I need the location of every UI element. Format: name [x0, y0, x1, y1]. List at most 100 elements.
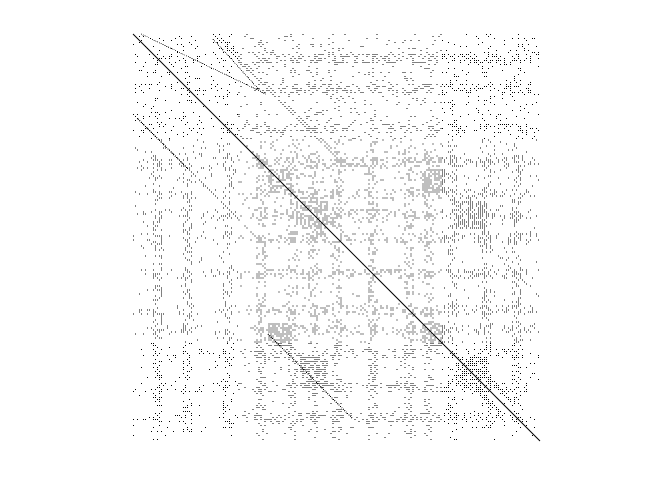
nonzero-entry — [154, 69, 156, 71]
nonzero-entry — [454, 233, 456, 235]
nonzero-entry — [448, 53, 450, 55]
nonzero-entry — [398, 385, 400, 387]
nonzero-entry — [444, 311, 446, 313]
nonzero-entry — [296, 233, 298, 235]
nonzero-entry — [314, 241, 316, 243]
nonzero-entry — [504, 91, 506, 93]
nonzero-entry — [476, 329, 478, 331]
nonzero-entry — [466, 53, 468, 55]
nonzero-entry — [186, 365, 188, 367]
nonzero-entry — [392, 385, 394, 387]
nonzero-entry — [520, 171, 522, 173]
nonzero-entry — [320, 233, 322, 235]
nonzero-entry — [474, 369, 476, 371]
nonzero-entry — [258, 415, 260, 417]
nonzero-entry — [424, 137, 426, 139]
nonzero-entry — [342, 415, 344, 417]
nonzero-entry — [266, 273, 268, 275]
nonzero-entry — [346, 311, 348, 313]
nonzero-entry — [312, 303, 314, 305]
nonzero-entry — [256, 339, 258, 341]
nonzero-entry — [290, 231, 292, 233]
nonzero-entry — [514, 199, 516, 201]
nonzero-entry — [406, 281, 408, 283]
nonzero-entry — [160, 159, 162, 161]
nonzero-entry — [290, 395, 292, 397]
nonzero-entry — [346, 275, 348, 277]
nonzero-entry — [154, 71, 156, 73]
nonzero-entry — [228, 295, 230, 297]
nonzero-entry — [478, 421, 480, 423]
nonzero-entry — [182, 207, 184, 209]
nonzero-entry — [160, 391, 162, 393]
nonzero-entry — [482, 61, 484, 63]
nonzero-entry — [372, 311, 374, 313]
nonzero-entry — [342, 273, 344, 275]
nonzero-entry — [256, 277, 258, 279]
nonzero-entry — [538, 357, 539, 359]
nonzero-entry — [514, 411, 516, 413]
nonzero-entry — [390, 87, 392, 89]
nonzero-entry — [314, 309, 316, 311]
nonzero-entry — [512, 275, 514, 277]
nonzero-entry — [392, 421, 394, 423]
nonzero-entry — [450, 295, 452, 297]
nonzero-entry — [532, 309, 534, 311]
nonzero-entry — [412, 325, 414, 327]
nonzero-entry — [464, 189, 466, 191]
nonzero-entry — [336, 419, 338, 421]
nonzero-entry — [376, 301, 378, 303]
nonzero-entry — [490, 59, 492, 61]
nonzero-entry — [414, 159, 416, 161]
nonzero-entry — [538, 355, 539, 357]
nonzero-entry — [190, 263, 192, 265]
nonzero-entry — [318, 327, 320, 329]
nonzero-entry — [350, 387, 352, 389]
nonzero-entry — [296, 339, 298, 341]
nonzero-entry — [340, 409, 342, 411]
nonzero-entry — [294, 393, 296, 395]
nonzero-entry — [382, 307, 384, 309]
nonzero-entry — [468, 271, 470, 273]
nonzero-entry — [188, 251, 190, 253]
nonzero-entry — [332, 427, 334, 429]
nonzero-entry — [484, 233, 486, 235]
nonzero-entry — [152, 417, 154, 419]
nonzero-entry — [282, 131, 284, 133]
nonzero-entry — [288, 317, 290, 319]
nonzero-entry — [452, 327, 454, 329]
nonzero-entry — [434, 421, 436, 423]
nonzero-entry — [338, 311, 340, 313]
nonzero-entry — [188, 289, 190, 291]
nonzero-entry — [318, 313, 320, 315]
nonzero-entry — [292, 329, 294, 331]
nonzero-entry — [456, 201, 458, 203]
nonzero-entry — [432, 239, 434, 241]
nonzero-entry — [230, 427, 232, 429]
nonzero-entry — [514, 79, 516, 81]
nonzero-entry — [422, 87, 424, 89]
nonzero-entry — [476, 129, 478, 131]
nonzero-entry — [340, 297, 342, 299]
nonzero-entry — [340, 305, 342, 307]
nonzero-entry — [328, 61, 330, 63]
nonzero-entry — [488, 36, 490, 37]
nonzero-entry — [466, 125, 468, 127]
nonzero-entry — [442, 91, 444, 93]
nonzero-entry — [468, 373, 470, 375]
nonzero-entry — [418, 61, 420, 63]
nonzero-entry — [292, 215, 294, 217]
nonzero-entry — [284, 237, 286, 239]
nonzero-entry — [218, 271, 220, 273]
nonzero-entry — [288, 259, 290, 261]
nonzero-entry — [516, 181, 518, 183]
nonzero-entry — [370, 367, 372, 369]
nonzero-entry — [370, 413, 372, 415]
nonzero-entry — [350, 123, 352, 125]
nonzero-entry — [526, 125, 528, 127]
nonzero-entry — [520, 289, 522, 291]
nonzero-entry — [512, 383, 514, 385]
nonzero-entry — [228, 409, 230, 411]
nonzero-entry — [184, 285, 186, 287]
nonzero-entry — [300, 219, 302, 221]
